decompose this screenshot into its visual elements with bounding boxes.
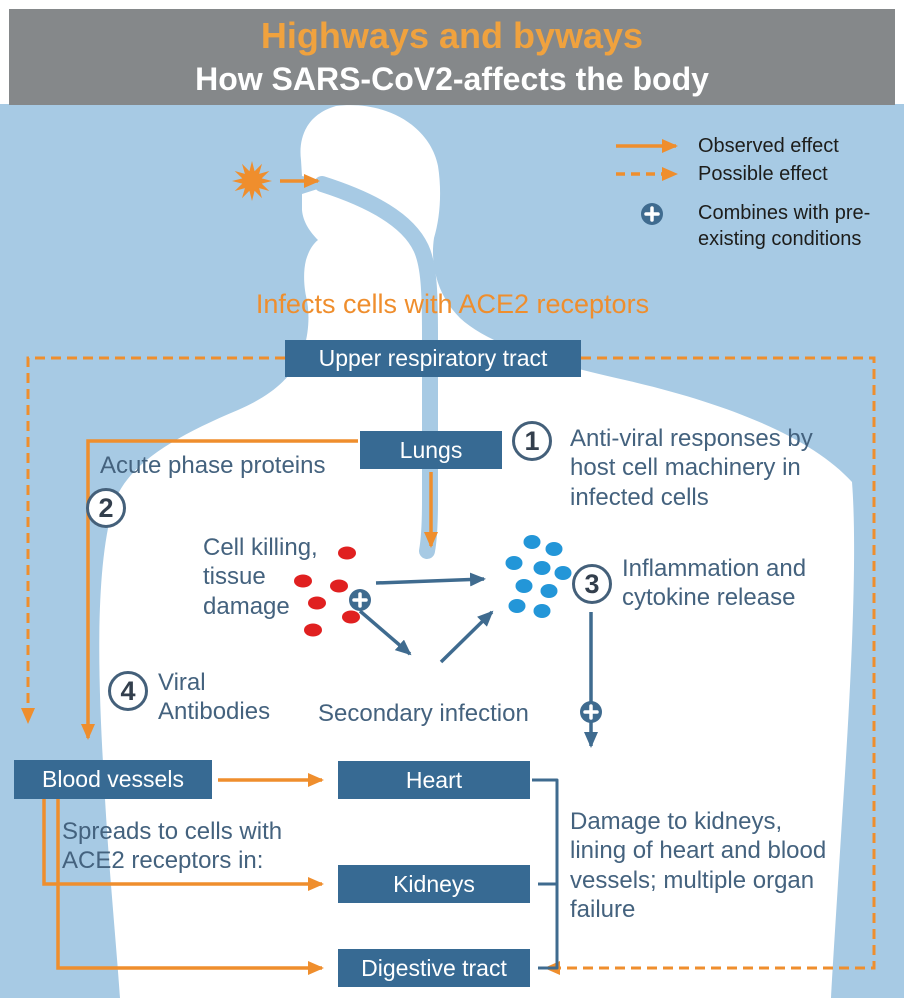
acute-phase-line xyxy=(81,439,358,740)
dashed-route-left xyxy=(21,356,285,724)
infects-label: Infects cells with ACE2 receptors xyxy=(255,289,650,319)
spreads-label: Spreads to cells with ACE2 receptors in: xyxy=(62,818,283,875)
page-title: Highways and byways xyxy=(260,15,644,56)
step-2-badge: 2 xyxy=(86,488,126,528)
lungs-box: Lungs xyxy=(360,431,502,469)
arrow-red-to-blue xyxy=(375,572,486,587)
step-2-text: Acute phase proteins xyxy=(100,452,326,479)
dashed-route-right xyxy=(544,356,876,975)
step-4-text: Viral Antibodies xyxy=(158,669,271,726)
secondary-infection-label: Secondary infection xyxy=(318,700,529,727)
step-4-badge: 4 xyxy=(108,671,148,711)
secondary-plus-icon xyxy=(580,701,602,723)
header: Highways and byways How SARS-CoV2-affect… xyxy=(9,9,895,105)
cell-killing-label: Cell killing, tissue damage xyxy=(203,534,318,620)
organ-bracket xyxy=(532,778,559,970)
step-1-badge: 1 xyxy=(512,421,552,461)
line-to-kidneys xyxy=(42,799,324,891)
step-1-text: Anti-viral responses by host cell machin… xyxy=(570,425,813,511)
heart-box: Heart xyxy=(338,761,530,799)
blood-vessels-box: Blood vessels xyxy=(14,760,212,799)
arrow-red-to-secondary xyxy=(358,609,412,656)
damage-label: Damage to kidneys, lining of heart and b… xyxy=(570,808,827,923)
line-to-digestive xyxy=(56,799,324,975)
page-subtitle: How SARS-CoV2-affects the body xyxy=(195,61,709,97)
step-3-text: Inflammation and cytokine release xyxy=(622,555,807,612)
blue-dots-cluster xyxy=(505,535,572,618)
cluster-plus-icon xyxy=(349,589,371,611)
red-dots-cluster xyxy=(294,546,360,637)
arrow-secondary-to-blue xyxy=(439,610,494,664)
virus-icon xyxy=(232,161,272,201)
legend-observed-label: Observed effect xyxy=(698,135,839,157)
legend-possible-label: Possible effect xyxy=(698,163,828,185)
digestive-tract-box: Digestive tract xyxy=(338,949,530,987)
legend-plus-icon xyxy=(641,203,663,225)
body-silhouette xyxy=(99,105,855,998)
step-3-badge: 3 xyxy=(572,564,612,604)
upper-respiratory-box: Upper respiratory tract xyxy=(285,340,581,377)
legend-combines-label: Combines with pre-existing conditions xyxy=(698,202,871,250)
kidneys-box: Kidneys xyxy=(338,865,530,903)
